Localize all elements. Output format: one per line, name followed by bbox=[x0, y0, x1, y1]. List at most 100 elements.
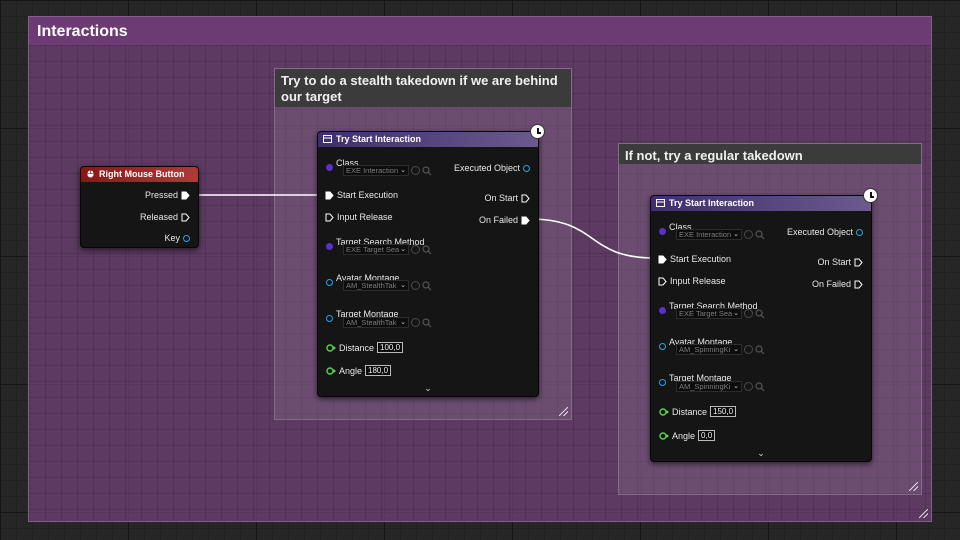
pin-distance[interactable]: Distance 100,0 bbox=[326, 342, 404, 353]
object-pin-icon[interactable] bbox=[659, 343, 666, 350]
exec-pin-icon[interactable] bbox=[658, 277, 667, 286]
search-icon[interactable] bbox=[422, 280, 432, 291]
pin-released[interactable]: Released bbox=[140, 212, 190, 222]
exec-pin-icon[interactable] bbox=[658, 255, 667, 264]
pin-executed-object[interactable]: Executed Object bbox=[787, 227, 863, 237]
pin-avatar-montage[interactable]: Avatar Montage bbox=[659, 333, 732, 350]
exec-pin-icon[interactable] bbox=[325, 191, 334, 200]
search-icon[interactable] bbox=[755, 344, 765, 355]
struct-pin-icon[interactable] bbox=[183, 234, 190, 242]
resize-handle[interactable] bbox=[559, 407, 568, 416]
pin-on-start[interactable]: On Start bbox=[484, 193, 530, 203]
search-icon[interactable] bbox=[755, 381, 765, 392]
search-dropdown[interactable]: EXE Target Sea⌄ bbox=[676, 308, 742, 319]
search-dropdown[interactable]: EXE Target Sea⌄ bbox=[343, 244, 409, 255]
exec-pin-icon[interactable] bbox=[521, 216, 530, 225]
use-selected-icon[interactable] bbox=[411, 318, 420, 327]
pin-on-failed[interactable]: On Failed bbox=[812, 279, 863, 289]
object-pin-icon[interactable] bbox=[856, 228, 863, 236]
search-icon[interactable] bbox=[755, 308, 765, 319]
pin-executed-object[interactable]: Executed Object bbox=[454, 163, 530, 173]
pin-distance[interactable]: Distance 150,0 bbox=[659, 406, 737, 417]
class-dropdown[interactable]: EXE Interaction⌄ bbox=[676, 229, 742, 240]
pin-angle[interactable]: Angle 0,0 bbox=[659, 430, 716, 441]
class-pin-icon[interactable] bbox=[659, 307, 666, 314]
avatar-selector[interactable]: AM_SpinningKi⌄ bbox=[676, 344, 765, 355]
pin-target-montage[interactable]: Target Montage bbox=[659, 369, 732, 386]
node-header[interactable]: Try Start Interaction bbox=[318, 132, 538, 147]
angle-input[interactable]: 180,0 bbox=[365, 365, 392, 376]
pin-start-execution[interactable]: Start Execution bbox=[325, 190, 398, 200]
resize-handle[interactable] bbox=[909, 482, 918, 491]
node-header[interactable]: Try Start Interaction bbox=[651, 196, 871, 211]
node-try-start-interaction-1[interactable]: Try Start Interaction Class EXE Interact… bbox=[317, 124, 545, 397]
search-icon[interactable] bbox=[422, 165, 432, 176]
pin-target-montage[interactable]: Target Montage bbox=[326, 305, 399, 322]
class-dropdown[interactable]: EXE Interaction⌄ bbox=[343, 165, 409, 176]
avatar-selector[interactable]: AM_StealthTak⌄ bbox=[343, 280, 432, 291]
avatar-dropdown[interactable]: AM_StealthTak⌄ bbox=[343, 280, 409, 291]
class-pin-icon[interactable] bbox=[659, 228, 666, 235]
object-pin-icon[interactable] bbox=[326, 315, 333, 322]
object-pin-icon[interactable] bbox=[523, 164, 530, 172]
float-pin-icon[interactable] bbox=[326, 343, 336, 352]
exec-pin-icon[interactable] bbox=[181, 191, 190, 200]
search-icon[interactable] bbox=[422, 317, 432, 328]
pin-key[interactable]: Key bbox=[164, 233, 190, 243]
use-selected-icon[interactable] bbox=[744, 230, 753, 239]
pin-target-search-method[interactable]: Target Search Method bbox=[659, 297, 758, 314]
pin-class[interactable]: Class bbox=[659, 218, 692, 235]
float-pin-icon[interactable] bbox=[659, 407, 669, 416]
exec-pin-icon[interactable] bbox=[521, 194, 530, 203]
pin-target-search-method[interactable]: Target Search Method bbox=[326, 233, 425, 250]
angle-input[interactable]: 0,0 bbox=[698, 430, 716, 441]
class-pin-icon[interactable] bbox=[326, 243, 333, 250]
resize-handle[interactable] bbox=[919, 509, 928, 518]
pin-input-release[interactable]: Input Release bbox=[658, 276, 726, 286]
class-pin-icon[interactable] bbox=[326, 164, 333, 171]
pin-start-execution[interactable]: Start Execution bbox=[658, 254, 731, 264]
pin-class[interactable]: Class bbox=[326, 154, 359, 171]
exec-pin-icon[interactable] bbox=[854, 280, 863, 289]
distance-input[interactable]: 150,0 bbox=[710, 406, 737, 417]
pin-input-release[interactable]: Input Release bbox=[325, 212, 393, 222]
object-pin-icon[interactable] bbox=[326, 279, 333, 286]
use-selected-icon[interactable] bbox=[744, 309, 753, 318]
use-selected-icon[interactable] bbox=[744, 382, 753, 391]
class-selector[interactable]: EXE Interaction⌄ bbox=[676, 229, 765, 240]
pin-on-failed[interactable]: On Failed bbox=[479, 215, 530, 225]
target-dropdown[interactable]: AM_SpinningKi⌄ bbox=[676, 381, 742, 392]
search-icon[interactable] bbox=[422, 244, 432, 255]
node-header[interactable]: Right Mouse Button bbox=[81, 167, 198, 182]
exec-pin-icon[interactable] bbox=[854, 258, 863, 267]
comment-title[interactable]: Try to do a stealth takedown if we are b… bbox=[275, 69, 571, 107]
search-icon[interactable] bbox=[755, 229, 765, 240]
comment-title[interactable]: Interactions bbox=[29, 17, 931, 45]
pin-angle[interactable]: Angle 180,0 bbox=[326, 365, 392, 376]
target-dropdown[interactable]: AM_StealthTak⌄ bbox=[343, 317, 409, 328]
chevron-down-icon[interactable]: ⌄ bbox=[757, 448, 765, 458]
class-selector[interactable]: EXE Interaction⌄ bbox=[343, 165, 432, 176]
input-node-right-mouse-button[interactable]: Right Mouse Button Pressed Released Key bbox=[80, 166, 199, 248]
exec-pin-icon[interactable] bbox=[325, 213, 334, 222]
pin-avatar-montage[interactable]: Avatar Montage bbox=[326, 269, 399, 286]
use-selected-icon[interactable] bbox=[744, 345, 753, 354]
search-selector[interactable]: EXE Target Sea⌄ bbox=[343, 244, 432, 255]
target-selector[interactable]: AM_StealthTak⌄ bbox=[343, 317, 432, 328]
pin-pressed[interactable]: Pressed bbox=[145, 190, 190, 200]
float-pin-icon[interactable] bbox=[326, 366, 336, 375]
use-selected-icon[interactable] bbox=[411, 245, 420, 254]
float-pin-icon[interactable] bbox=[659, 431, 669, 440]
node-try-start-interaction-2[interactable]: Try Start Interaction Class EXE Interact… bbox=[650, 188, 878, 462]
search-selector[interactable]: EXE Target Sea⌄ bbox=[676, 308, 765, 319]
use-selected-icon[interactable] bbox=[411, 166, 420, 175]
object-pin-icon[interactable] bbox=[659, 379, 666, 386]
distance-input[interactable]: 100,0 bbox=[377, 342, 404, 353]
comment-title[interactable]: If not, try a regular takedown bbox=[619, 144, 921, 164]
avatar-dropdown[interactable]: AM_SpinningKi⌄ bbox=[676, 344, 742, 355]
pin-on-start[interactable]: On Start bbox=[817, 257, 863, 267]
exec-pin-icon[interactable] bbox=[181, 213, 190, 222]
target-selector[interactable]: AM_SpinningKi⌄ bbox=[676, 381, 765, 392]
chevron-down-icon[interactable]: ⌄ bbox=[424, 383, 432, 393]
use-selected-icon[interactable] bbox=[411, 281, 420, 290]
